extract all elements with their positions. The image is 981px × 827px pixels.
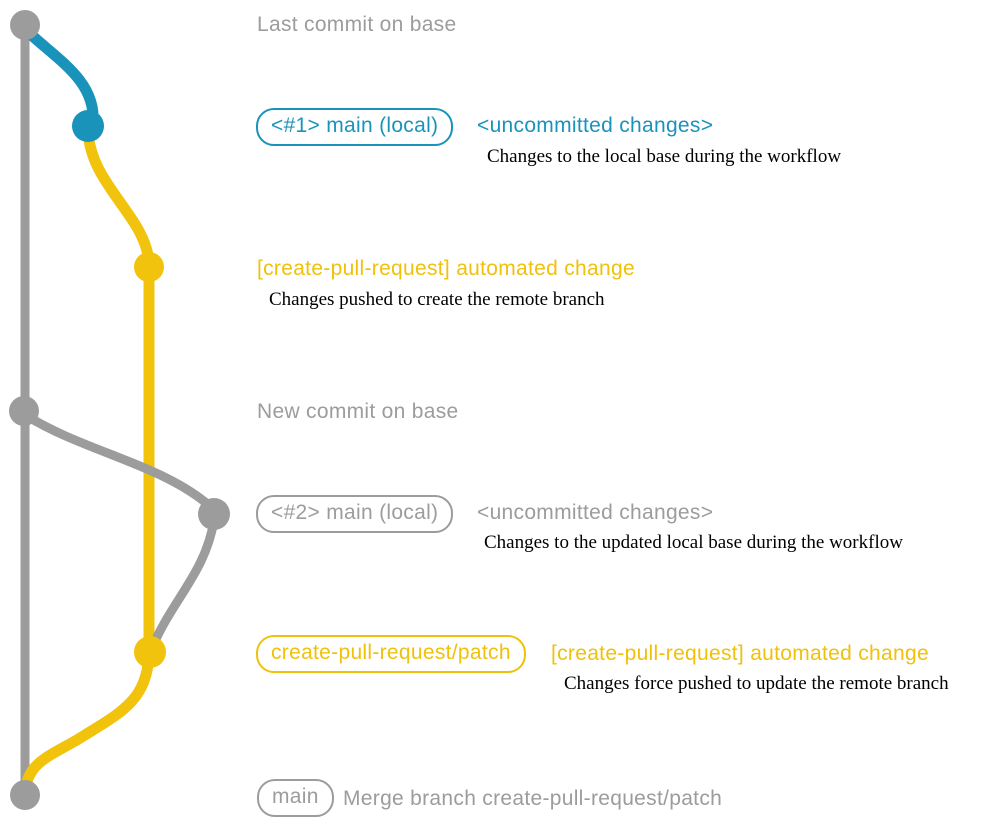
commit1-description: Changes pushed to create the remote bran… [269,289,605,310]
commit2-description: Changes force pushed to update the remot… [564,673,949,694]
commit-node-local-2 [198,498,230,530]
commit2-title-label: [create-pull-request] automated change [551,642,929,665]
commit-node-local-1 [72,110,104,142]
merge-message-label: Merge branch create-pull-request/patch [343,787,723,810]
edge-push-to-remote [82,124,155,268]
branch2-status-label: <uncommitted changes> [477,501,714,524]
commit1-title-label: [create-pull-request] automated change [257,257,635,280]
commit-node-remote-branch [134,252,164,282]
edge-merge-to-base [19,650,155,798]
last-commit-label: Last commit on base [257,13,457,36]
commit-node-merge [10,780,40,810]
main-branch-badge: main [257,779,334,817]
branch1-badge: <#1> main (local) [256,108,454,146]
branch1-description: Changes to the local base during the wor… [487,146,842,167]
patch-branch-badge: create-pull-request/patch [256,635,526,673]
edge-local-change-2 [22,411,217,513]
commit-node-patch-updated [134,636,166,668]
edge-local-change-1 [20,24,99,128]
commit-node-last-base [10,10,40,40]
branch1-status-label: <uncommitted changes> [477,114,714,137]
commit-node-new-base [9,396,39,426]
new-commit-label: New commit on base [257,400,459,423]
branch2-description: Changes to the updated local base during… [484,532,903,553]
edge-force-push [147,515,219,653]
branch2-badge: <#2> main (local) [256,495,454,533]
